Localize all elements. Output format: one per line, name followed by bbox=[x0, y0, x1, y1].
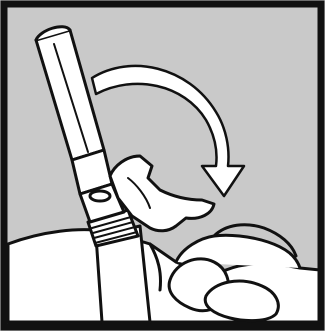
hub-ring bbox=[90, 191, 110, 201]
